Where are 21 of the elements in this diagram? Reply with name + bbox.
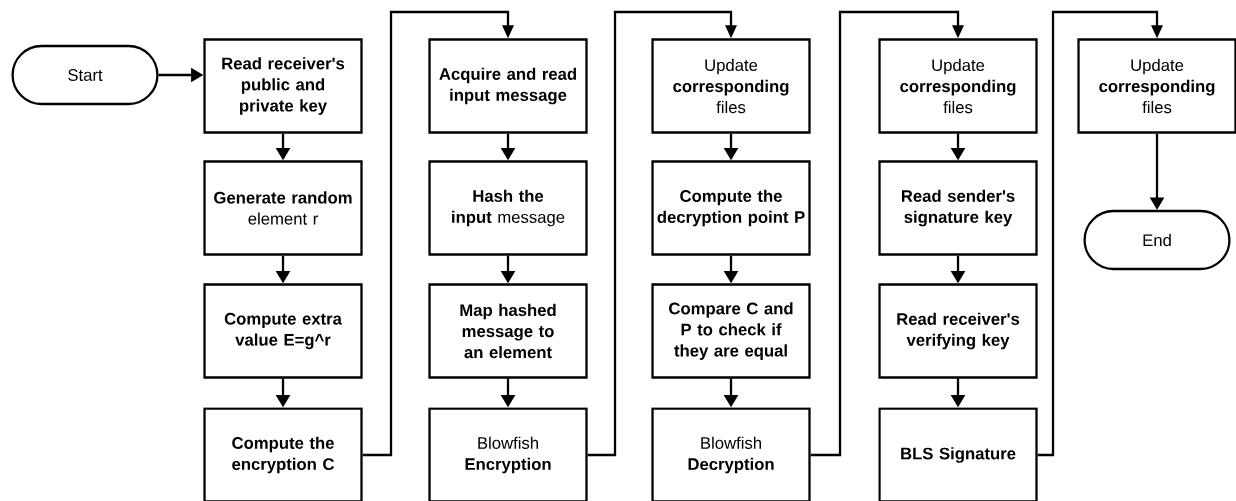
process-box: Read receiver's public and private key xyxy=(203,38,363,134)
arrow xyxy=(1037,10,1163,457)
process-box: Compare C and P to check if they are equal xyxy=(651,283,811,379)
process-box: BLS Signature xyxy=(878,407,1038,501)
arrow xyxy=(362,10,514,457)
process-box: Blowfish Encryption xyxy=(428,407,588,501)
process-box: Generate random element r xyxy=(203,160,363,256)
process-box: Compute the decryption point P xyxy=(651,160,811,256)
process-box: Read receiver's verifying key xyxy=(878,283,1038,379)
process-box: Hash the input message xyxy=(428,160,588,256)
process-box: Blowfish Decryption xyxy=(651,407,811,501)
process-box: Compute the encryption C xyxy=(203,407,363,501)
process-box: Update corresponding files xyxy=(651,38,811,134)
process-box: Update corresponding files xyxy=(878,38,1038,134)
process-box: Map hashed message to an element xyxy=(428,283,588,379)
process-box: Read sender's signature key xyxy=(878,160,1038,256)
process-box: Compute extra value E=g^r xyxy=(203,283,363,379)
process-box: Update corresponding files xyxy=(1077,38,1236,134)
arrow xyxy=(587,10,737,457)
process-box: Acquire and read input message xyxy=(428,38,588,134)
arrow xyxy=(810,10,964,457)
